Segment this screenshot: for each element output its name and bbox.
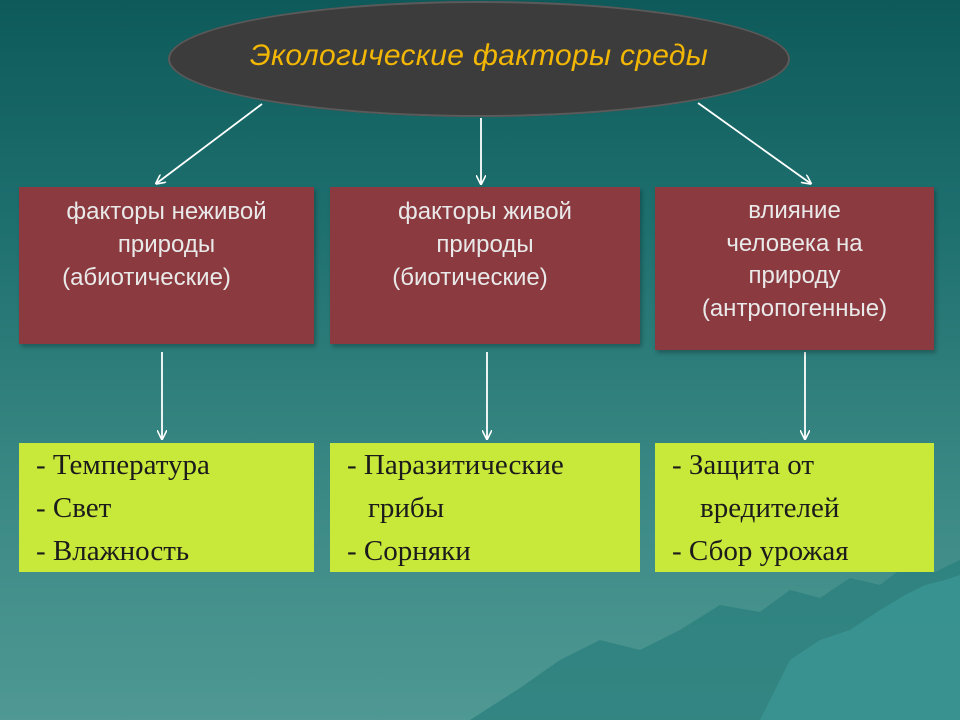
examples-box-abiotic: - Температура - Свет - Влажность	[19, 443, 314, 572]
example-anthropogenic-1: - Защита от	[672, 449, 815, 481]
diagram-title: Экологические факторы среды	[249, 39, 709, 72]
example-abiotic-1: - Температура	[36, 449, 210, 481]
factor-box-anthropogenic: влияние человека на природу (антропогенн…	[655, 187, 934, 350]
title-ellipse: Экологические факторы среды	[168, 1, 790, 117]
factor-anthropogenic-line-1: влияние	[748, 197, 841, 224]
factor-biotic-line-1: факторы живой	[398, 198, 572, 225]
example-abiotic-2: - Свет	[36, 491, 112, 524]
factor-biotic-line-3: (биотические)	[392, 264, 548, 292]
example-anthropogenic-2: вредителей	[700, 491, 840, 524]
factor-abiotic-line-3: (абиотические)	[62, 264, 231, 292]
factor-anthropogenic-line-2: человека на	[726, 229, 863, 257]
factor-box-biotic: факторы живой природы (биотические)	[330, 187, 640, 344]
factor-anthropogenic-line-4: (антропогенные)	[701, 294, 888, 322]
example-biotic-1: - Паразитические	[347, 449, 564, 481]
examples-box-anthropogenic: - Защита от вредителей - Сбор урожая	[655, 443, 934, 572]
example-biotic-3: - Сорняки	[347, 534, 471, 567]
factor-biotic-line-2: природы	[436, 231, 534, 259]
factor-abiotic-line-2: природы	[117, 231, 216, 259]
example-anthropogenic-3: - Сбор урожая	[672, 534, 849, 567]
example-abiotic-3: - Влажность	[36, 534, 190, 567]
factor-anthropogenic-line-3: природу	[748, 262, 841, 290]
examples-box-biotic: - Паразитические грибы - Сорняки	[330, 443, 640, 572]
factor-abiotic-line-1: факторы неживой	[66, 198, 267, 225]
example-biotic-2: грибы	[368, 491, 445, 524]
factor-box-abiotic: факторы неживой природы (абиотические)	[19, 187, 314, 344]
